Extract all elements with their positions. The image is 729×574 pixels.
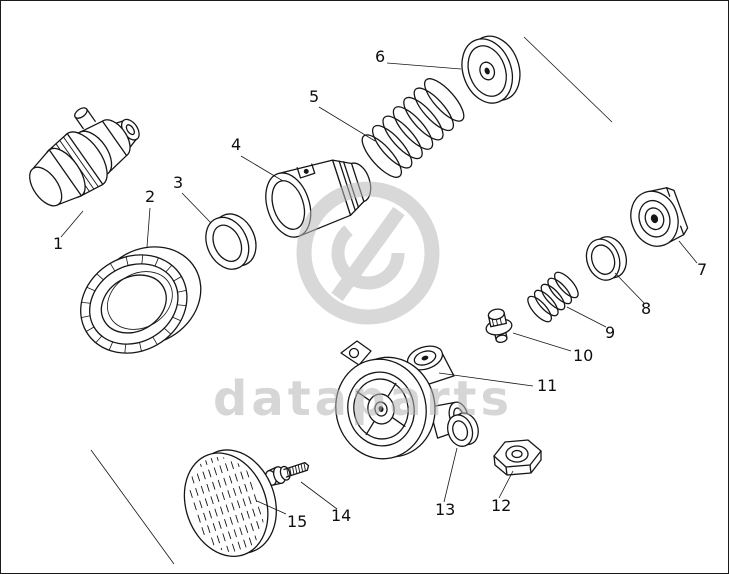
part-label-6: 6 (375, 47, 462, 70)
part-number-14: 14 (331, 506, 351, 525)
part-1-cap-assembly (29, 107, 140, 207)
part-number-13: 13 (435, 500, 455, 519)
part-label-1: 1 (53, 210, 84, 253)
watermark: dataparts (213, 181, 513, 427)
part-label-3: 3 (173, 173, 212, 224)
part-label-14: 14 (300, 481, 351, 525)
part-number-8: 8 (641, 299, 651, 318)
part-9-small-spring (527, 271, 579, 323)
part-15-cover-disc (181, 446, 277, 564)
part-number-4: 4 (231, 135, 241, 154)
part-label-10: 10 (512, 332, 593, 365)
part-3-seal-ring (205, 213, 257, 270)
part-8-seal-ring-small (585, 236, 628, 281)
part-number-11: 11 (537, 376, 557, 395)
part-12-hex-plug (493, 439, 542, 476)
part-label-9: 9 (566, 306, 615, 342)
part-label-15: 15 (256, 500, 307, 531)
part-number-6: 6 (375, 47, 385, 66)
part-label-2: 2 (145, 187, 155, 248)
part-number-10: 10 (573, 346, 593, 365)
part-label-11: 11 (438, 372, 557, 395)
part-labels: 1 2 3 4 5 6 7 8 (53, 47, 707, 531)
part-6-diaphragm (461, 35, 521, 104)
part-13-washer (447, 412, 479, 447)
axis-lines (90, 36, 613, 565)
watermark-logo (296, 181, 440, 325)
part-number-1: 1 (53, 234, 63, 253)
part-2-ring-nut (80, 246, 202, 354)
part-label-4: 4 (231, 135, 284, 182)
part-number-7: 7 (697, 260, 707, 279)
part-number-3: 3 (173, 173, 183, 192)
part-number-15: 15 (287, 512, 307, 531)
part-number-2: 2 (145, 187, 155, 206)
part-10-flanged-screw (485, 308, 513, 343)
part-number-5: 5 (309, 87, 319, 106)
part-number-9: 9 (605, 323, 615, 342)
part-label-7: 7 (678, 240, 707, 279)
part-7-end-cap (630, 187, 689, 247)
part-label-12: 12 (491, 470, 514, 515)
part-label-5: 5 (309, 87, 376, 142)
watermark-text: dataparts (213, 371, 513, 427)
part-5-spring (361, 78, 465, 178)
part-label-13: 13 (435, 447, 458, 519)
part-number-12: 12 (491, 496, 511, 515)
part-label-8: 8 (614, 272, 651, 318)
